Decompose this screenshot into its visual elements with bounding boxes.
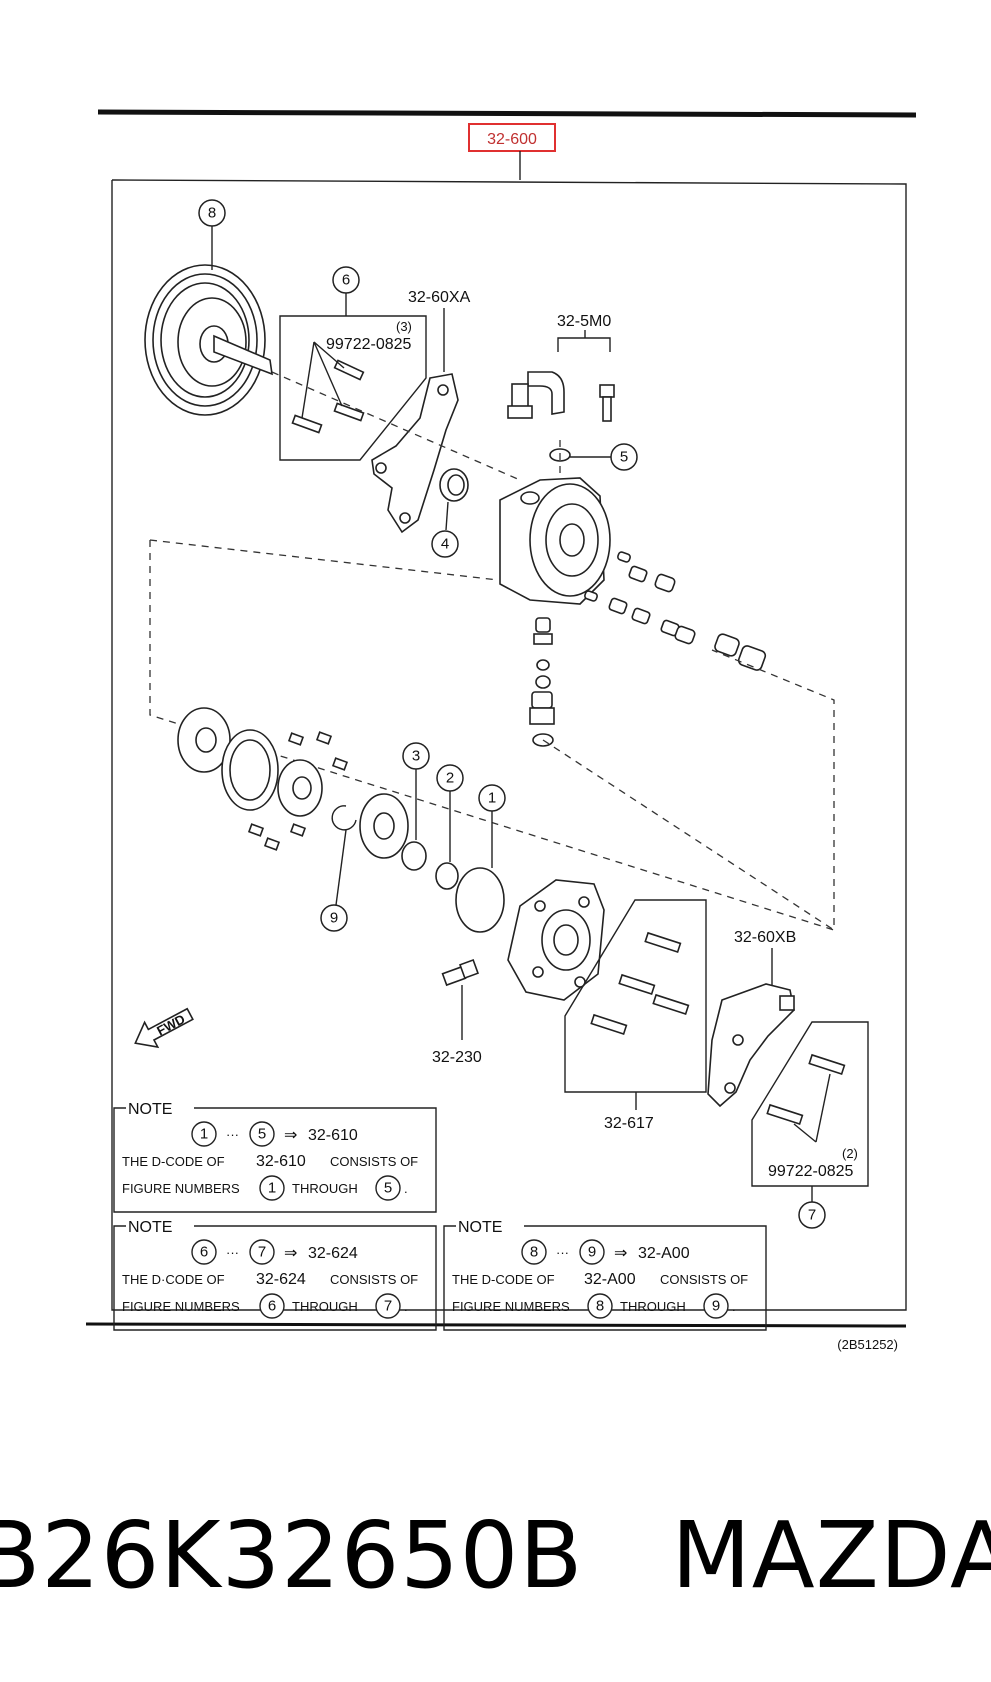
bottom-rule — [85, 1322, 907, 1328]
bolts-617 — [590, 931, 690, 1036]
note-3-code: 32-A00 — [638, 1245, 690, 1262]
note-box-2: NOTE 6 ··· 7 ⇒ 32-624 THE D·CODE OF 32-6… — [113, 1219, 437, 1331]
fwd-arrow: FWD — [134, 1007, 194, 1049]
brand-name: MAZDA — [671, 1501, 991, 1609]
fwd-label: FWD — [154, 1011, 187, 1038]
group-code: 32-600 — [487, 131, 537, 148]
bolts-7 — [766, 1053, 846, 1143]
bolt-box-7 — [751, 1021, 869, 1187]
note-3-line2b: THROUGH — [620, 1299, 686, 1314]
note-3-arrow: ⇒ — [614, 1245, 627, 1262]
note-1-arrow: ⇒ — [284, 1127, 297, 1144]
o-ring-3 — [401, 841, 427, 871]
main-frame — [111, 179, 907, 1311]
note-3-to-inline: 9 — [712, 1298, 720, 1315]
callout-2: 2 — [446, 770, 454, 787]
svg-text:···: ··· — [226, 1245, 239, 1260]
callout-6: 6 — [342, 272, 350, 289]
drawing-id: (2B51252) — [837, 1337, 898, 1352]
note-2-from-inline: 6 — [268, 1298, 276, 1315]
top-rule — [97, 109, 917, 118]
note-2-code-inline: 32-624 — [256, 1271, 306, 1288]
bolt-qty-right: (2) — [842, 1146, 858, 1161]
pressure-sensor — [441, 959, 479, 987]
note-2-title: NOTE — [128, 1219, 172, 1236]
side-plate — [359, 793, 409, 859]
note-2-line1a: THE D·CODE OF — [122, 1272, 225, 1287]
note-2-from: 6 — [200, 1244, 208, 1261]
note-2-to: 7 — [258, 1244, 266, 1261]
note-1-line1a: THE D-CODE OF — [122, 1154, 225, 1169]
note-1-line2a: FIGURE NUMBERS — [122, 1181, 240, 1196]
note-1-code-inline: 32-610 — [256, 1153, 306, 1170]
callout-4: 4 — [441, 536, 449, 553]
callout-9-circle — [320, 904, 348, 932]
plug-stack — [529, 617, 555, 747]
callout-5: 5 — [620, 449, 628, 466]
pulley — [144, 264, 273, 416]
note-1-code: 32-610 — [308, 1127, 358, 1144]
bolt-group-bottom-label: 32-617 — [604, 1115, 654, 1132]
note-1-to: 5 — [258, 1126, 266, 1143]
bolt-spec-top: 99722-0825 — [326, 336, 412, 353]
snap-ring — [331, 805, 357, 831]
svg-text:···: ··· — [226, 1127, 239, 1142]
sensor-label: 32-230 — [432, 1049, 482, 1066]
bolt-box-6 — [279, 315, 427, 461]
note-2-code: 32-624 — [308, 1245, 358, 1262]
note-box-3: NOTE 8 ··· 9 ⇒ 32-A00 THE D-CODE OF 32-A… — [443, 1219, 767, 1331]
callout-7-circle — [798, 1201, 826, 1229]
parts-diagram: 32-600 (2B51252) 8 6 (3) 99722-0825 32-6… — [85, 109, 917, 1352]
note-1-title: NOTE — [128, 1101, 172, 1118]
note-3-from: 8 — [530, 1244, 538, 1261]
note-3-title: NOTE — [458, 1219, 502, 1236]
o-ring-2 — [435, 862, 459, 890]
bracket-b — [707, 983, 795, 1108]
callout-7: 7 — [808, 1207, 816, 1224]
note-2-line2b: THROUGH — [292, 1299, 358, 1314]
note-1-line2b: THROUGH — [292, 1181, 358, 1196]
note-1-line1b: CONSISTS OF — [330, 1154, 418, 1169]
note-2-to-inline: 7 — [384, 1298, 392, 1315]
callout-3: 3 — [412, 748, 420, 765]
callout-1: 1 — [488, 790, 496, 807]
callout-8: 8 — [208, 205, 216, 222]
note-3-to: 9 — [588, 1244, 596, 1261]
bracket-a-label: 32-60XA — [408, 289, 471, 306]
hose-fitting — [507, 371, 615, 422]
bracket-a — [371, 373, 459, 534]
note-3-code-inline: 32-A00 — [584, 1271, 636, 1288]
rear-cover — [507, 879, 605, 1001]
valve-parts — [584, 551, 767, 671]
group-code-highlight[interactable] — [468, 123, 556, 152]
pump-body — [499, 477, 611, 605]
note-box-1: NOTE 1 ··· 5 ⇒ 32-610 THE D-CODE OF 32-6… — [113, 1101, 437, 1213]
footer-caption: B26K32650B MAZDA — [0, 1500, 991, 1610]
svg-text:.: . — [404, 1299, 408, 1314]
cam-ring-parts — [177, 707, 349, 851]
note-2-arrow: ⇒ — [284, 1245, 297, 1262]
svg-text:.: . — [732, 1299, 736, 1314]
note-3-from-inline: 8 — [596, 1298, 604, 1315]
note-3-line1b: CONSISTS OF — [660, 1272, 748, 1287]
note-3-line1a: THE D-CODE OF — [452, 1272, 555, 1287]
bolt-spec-right: 99722-0825 — [768, 1163, 854, 1180]
bracket-b-label: 32-60XB — [734, 929, 796, 946]
note-3-line2a: FIGURE NUMBERS — [452, 1299, 570, 1314]
o-ring-1 — [455, 867, 505, 933]
svg-text:···: ··· — [556, 1245, 569, 1260]
callout-9: 9 — [330, 910, 338, 927]
svg-text:.: . — [404, 1181, 408, 1196]
hose-group-label: 32-5M0 — [557, 313, 611, 330]
note-1-from: 1 — [200, 1126, 208, 1143]
note-1-to-inline: 5 — [384, 1180, 392, 1197]
bolt-qty-top: (3) — [396, 319, 412, 334]
part-number: B26K32650B — [0, 1501, 584, 1609]
bolts-6 — [291, 341, 365, 434]
note-2-line2a: FIGURE NUMBERS — [122, 1299, 240, 1314]
callout-4-circle — [431, 530, 459, 558]
callout-5-circle — [610, 443, 638, 471]
note-1-from-inline: 1 — [268, 1180, 276, 1197]
note-2-line1b: CONSISTS OF — [330, 1272, 418, 1287]
